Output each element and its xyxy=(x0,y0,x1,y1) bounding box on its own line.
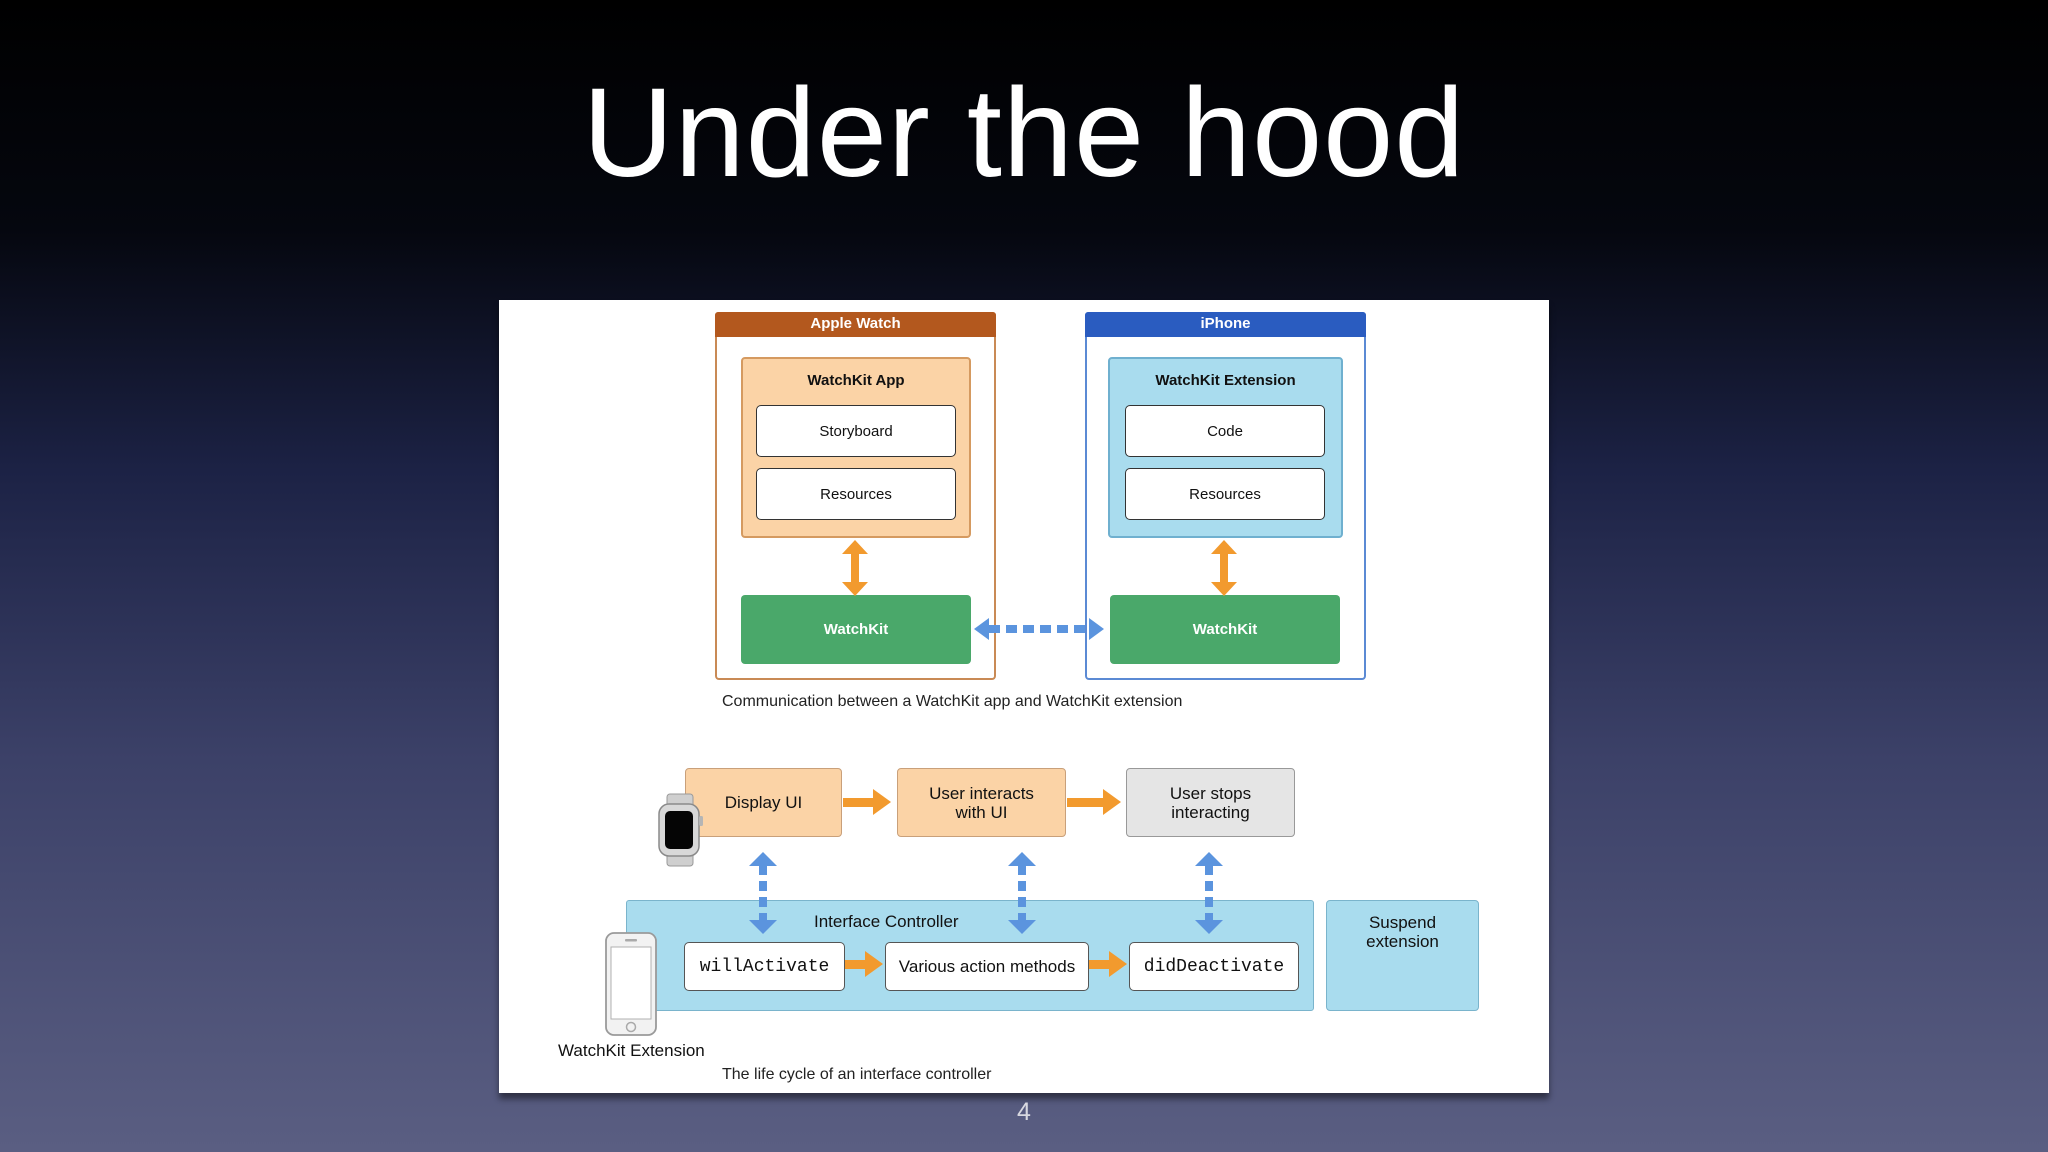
state-arrow-1 xyxy=(843,798,877,807)
watchkit-app-box: WatchKit App Storyboard Resources xyxy=(741,357,971,538)
watchkit-extension-title: WatchKit Extension xyxy=(1155,372,1296,389)
diagram-figure: Apple Watch WatchKit App Storyboard Reso… xyxy=(499,300,1549,1093)
watchkit-app-title: WatchKit App xyxy=(807,372,905,389)
will-activate-box: willActivate xyxy=(684,942,845,991)
iphone-vertical-arrow xyxy=(1211,540,1237,596)
state-arrow-2 xyxy=(1067,798,1107,807)
apple-watch-container: Apple Watch xyxy=(715,312,996,680)
vertical-link-1 xyxy=(749,852,777,934)
apple-watch-header: Apple Watch xyxy=(715,312,996,337)
interface-controller-box: Interface Controller willActivate Variou… xyxy=(626,900,1314,1011)
vertical-link-2 xyxy=(1008,852,1036,934)
interface-controller-label: Interface Controller xyxy=(814,912,959,931)
iphone-icon xyxy=(605,932,657,1036)
vertical-link-3 xyxy=(1195,852,1223,934)
page-number: 4 xyxy=(1017,1098,1031,1126)
iphone-watchkit-box: WatchKit xyxy=(1110,595,1340,664)
lifecycle-caption: The life cycle of an interface controlle… xyxy=(722,1066,992,1083)
state-display-ui: Display UI xyxy=(685,768,842,837)
state-user-interacts: User interacts with UI xyxy=(897,768,1066,837)
state-user-stops: User stops interacting xyxy=(1126,768,1295,837)
apple-watch-icon xyxy=(658,793,703,867)
extension-label: WatchKit Extension xyxy=(558,1041,705,1060)
communication-caption: Communication between a WatchKit app and… xyxy=(722,693,1183,710)
suspend-extension-box: Suspend extension xyxy=(1326,900,1479,1011)
watchkit-link-arrow xyxy=(974,618,1104,640)
iphone-resources-box: Resources xyxy=(1125,468,1325,520)
arrows-layer xyxy=(749,540,1237,977)
watchkit-extension-box: WatchKit Extension Code Resources xyxy=(1108,357,1343,538)
watch-watchkit-box: WatchKit xyxy=(741,595,971,664)
watch-resources-box: Resources xyxy=(756,468,956,520)
storyboard-box: Storyboard xyxy=(756,405,956,457)
did-deactivate-box: didDeactivate xyxy=(1129,942,1299,991)
code-box: Code xyxy=(1125,405,1325,457)
iphone-container: iPhone xyxy=(1085,312,1366,680)
slide-title: Under the hood xyxy=(582,62,1466,203)
various-action-methods-box: Various action methods xyxy=(885,942,1089,991)
watch-vertical-arrow xyxy=(842,540,868,596)
iphone-header: iPhone xyxy=(1085,312,1366,337)
method-arrow-2 xyxy=(1089,960,1113,969)
method-arrow-1 xyxy=(845,960,869,969)
